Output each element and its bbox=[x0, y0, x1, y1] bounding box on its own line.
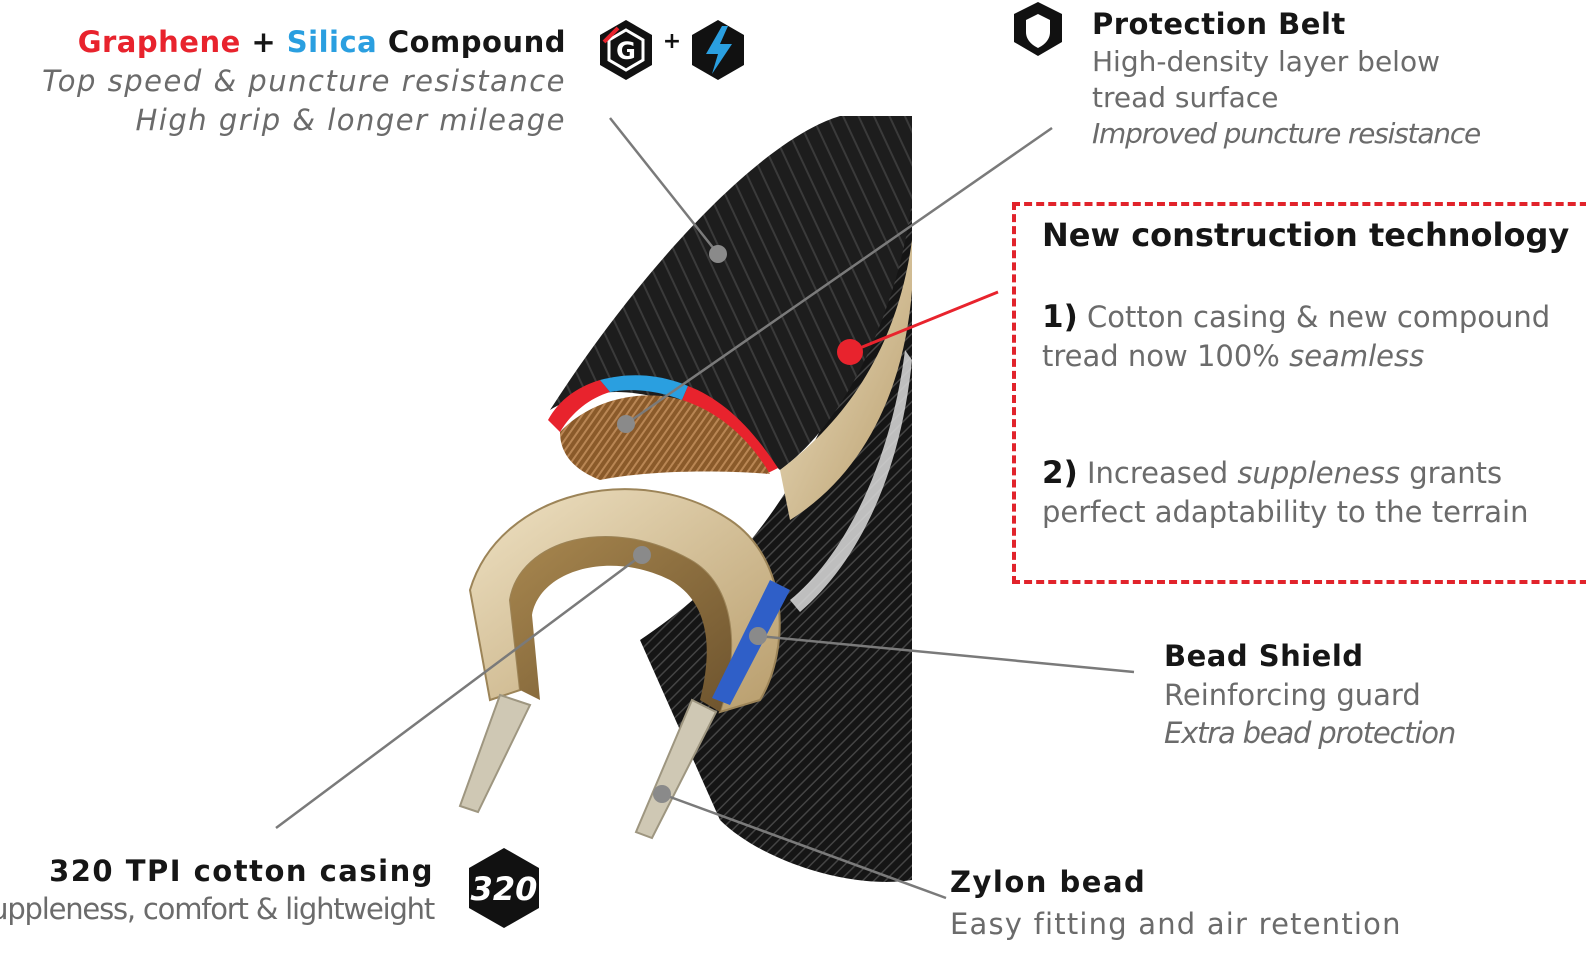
bead-shield-title: Bead Shield bbox=[1164, 639, 1364, 673]
graphene-word: Graphene bbox=[77, 25, 241, 59]
point-2-number: 2) bbox=[1042, 455, 1078, 491]
point-2-emphasis: suppleness bbox=[1237, 456, 1400, 490]
cotton-casing-label: 320 TPI cotton casing Suppleness, comfor… bbox=[0, 852, 435, 928]
leader-dot-bead-shield bbox=[749, 627, 767, 645]
silica-bolt-icon bbox=[692, 20, 744, 80]
construction-title: New construction technology bbox=[1042, 216, 1570, 254]
leader-zylon bbox=[661, 792, 947, 900]
compound-line-2: High grip & longer mileage bbox=[135, 103, 566, 137]
protection-belt-label: Protection Belt High-density layer below… bbox=[1092, 4, 1481, 152]
compound-word: Compound bbox=[377, 25, 566, 59]
bead-shield-line-1: Reinforcing guard bbox=[1164, 678, 1421, 712]
leader-dot-protection bbox=[617, 415, 635, 433]
leader-dot-casing bbox=[633, 546, 651, 564]
protection-shield-icon bbox=[1014, 2, 1062, 56]
protection-line-2: tread surface bbox=[1092, 81, 1279, 114]
point-1-number: 1) bbox=[1042, 299, 1078, 335]
icon-plus-sign: + bbox=[663, 29, 681, 54]
leader-dot-construction bbox=[837, 339, 863, 365]
leader-dot-compound bbox=[709, 245, 727, 263]
bead-shield-label: Bead Shield Reinforcing guard Extra bead… bbox=[1164, 636, 1456, 752]
silica-word: Silica bbox=[286, 25, 378, 59]
point-2-text-b: grants perfect adaptability to the terra… bbox=[1042, 456, 1529, 529]
protection-line-3: Improved puncture resistance bbox=[1092, 117, 1481, 150]
protection-belt-cut bbox=[560, 395, 770, 480]
graphene-g-letter: G bbox=[616, 37, 636, 65]
zylon-bead-line-1: Easy fitting and air retention bbox=[950, 907, 1402, 941]
compound-edge-blue bbox=[600, 375, 688, 400]
leader-bead-shield bbox=[757, 634, 1135, 674]
leader-compound bbox=[609, 117, 719, 255]
compound-label: Graphene + Silica Compound Top speed & p… bbox=[42, 22, 566, 140]
construction-point-1: 1) Cotton casing & new compound tread no… bbox=[1042, 298, 1582, 376]
leader-construction bbox=[849, 290, 999, 354]
compound-title: Graphene + Silica Compound bbox=[42, 22, 566, 62]
protection-line-1: High-density layer below bbox=[1092, 45, 1440, 78]
point-1-emphasis: seamless bbox=[1289, 339, 1425, 373]
bead-wire-right bbox=[634, 698, 718, 840]
tpi-320-badge-icon: 320 bbox=[469, 848, 539, 928]
leader-protection bbox=[625, 126, 1053, 426]
protection-belt-title: Protection Belt bbox=[1092, 7, 1346, 41]
bead-shield-strip bbox=[712, 580, 790, 705]
compound-line-1: Top speed & puncture resistance bbox=[42, 64, 566, 98]
compound-plus: + bbox=[240, 25, 287, 59]
cotton-casing-line-1: Suppleness, comfort & lightweight bbox=[0, 892, 435, 926]
leader-dot-zylon bbox=[653, 785, 671, 803]
construction-callout-box: New construction technology 1) Cotton ca… bbox=[1012, 202, 1586, 584]
cotton-casing-inner bbox=[510, 536, 732, 712]
point-1-text: Cotton casing & new compound tread now 1… bbox=[1042, 300, 1551, 373]
tpi-320-badge-text: 320 bbox=[471, 870, 538, 908]
point-2-text-a: Increased bbox=[1077, 456, 1238, 490]
cotton-casing-title: 320 TPI cotton casing bbox=[49, 854, 434, 888]
zylon-bead-title: Zylon bead bbox=[950, 865, 1147, 899]
compound-edge-red bbox=[548, 380, 610, 432]
bead-wire-left bbox=[458, 693, 532, 814]
zylon-bead-label: Zylon bead Easy fitting and air retentio… bbox=[950, 862, 1402, 946]
graphene-g-icon: G bbox=[600, 20, 652, 80]
construction-point-2: 2) Increased suppleness grants perfect a… bbox=[1042, 454, 1582, 532]
casing-band bbox=[780, 240, 912, 520]
leader-casing bbox=[275, 553, 643, 830]
bead-shield-line-2: Extra bead protection bbox=[1164, 716, 1456, 750]
